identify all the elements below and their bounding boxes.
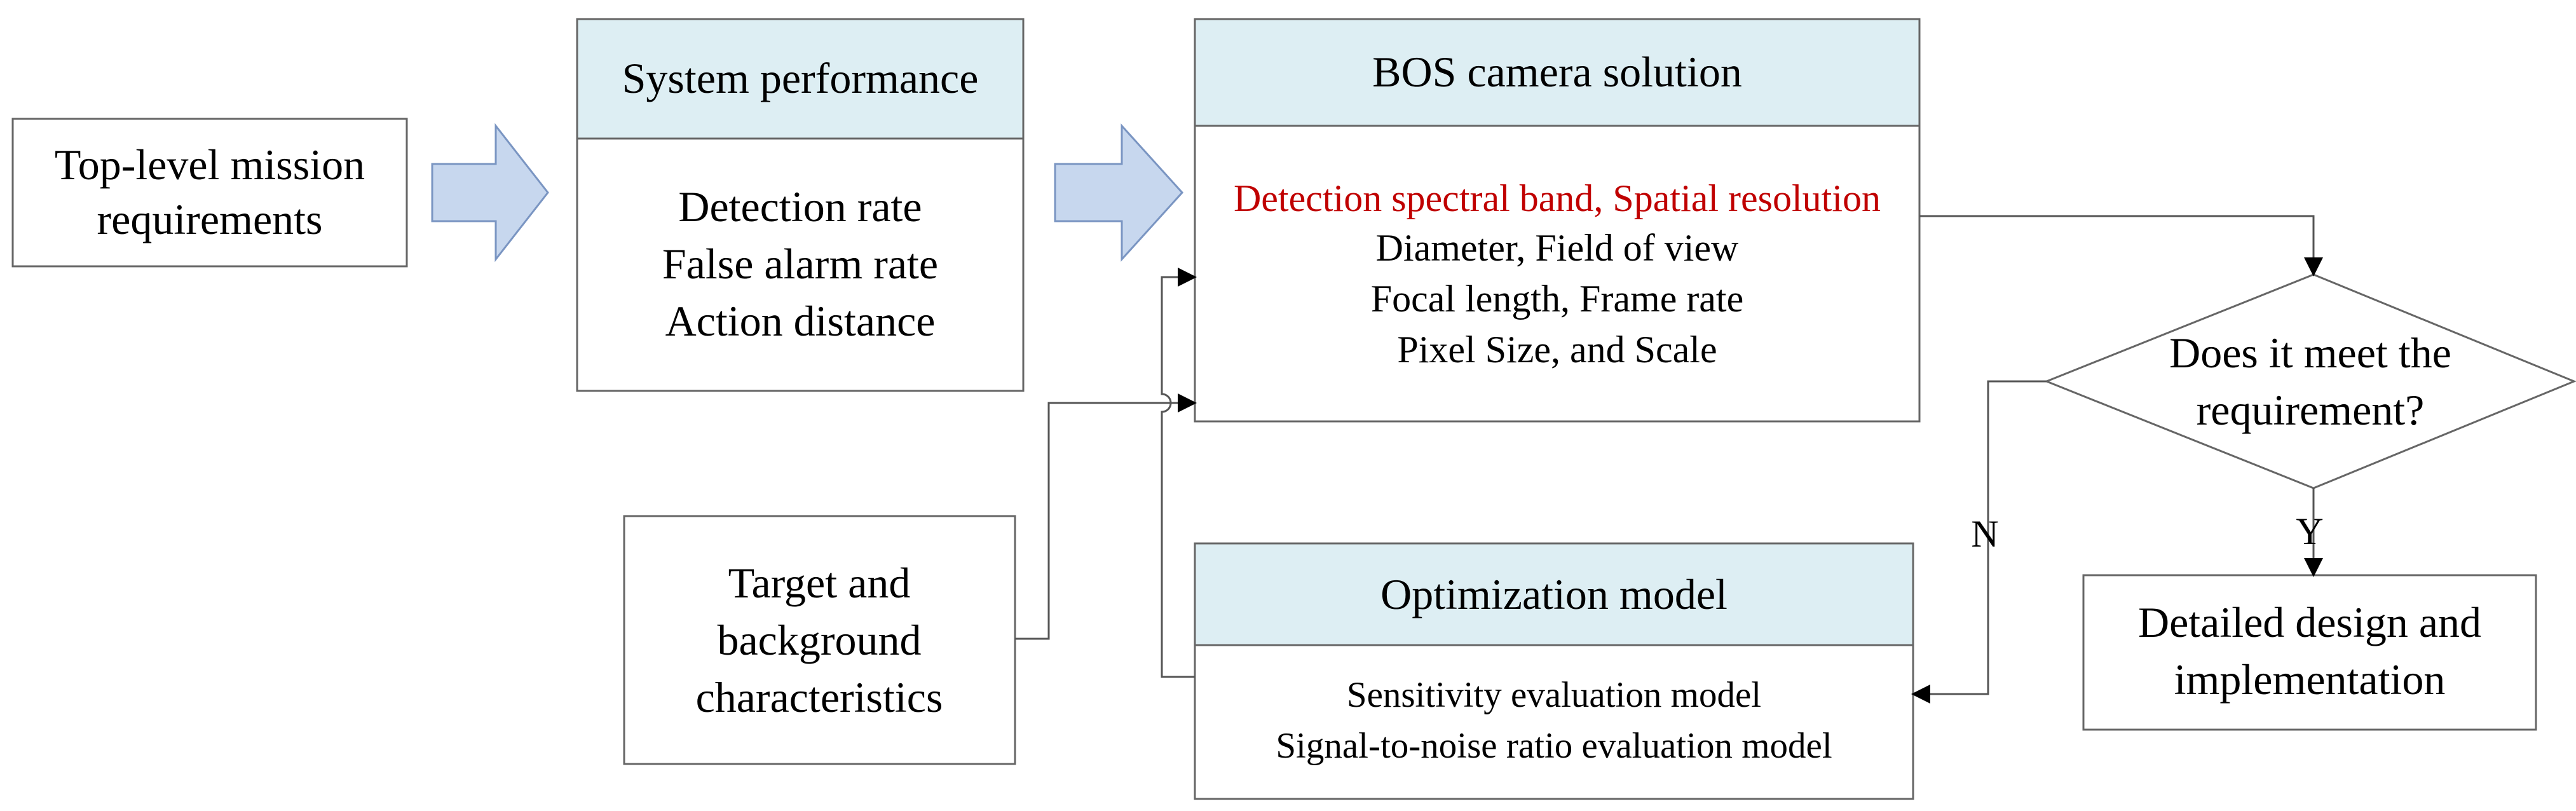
detailed-design-box — [2082, 574, 2537, 731]
system-performance-title: System performance — [622, 54, 979, 102]
mission-requirements-line-1: Top-level mission — [55, 140, 365, 189]
sensitivity-model-text: Sensitivity evaluation model — [1347, 675, 1761, 715]
detailed-design-line-1: Detailed design and — [2138, 598, 2481, 646]
decision-diamond — [2043, 273, 2576, 489]
target-background-line-1: Target and — [728, 559, 911, 607]
diameter-fov-text: Diameter, Field of view — [1376, 227, 1739, 269]
optimization-model-node: Optimization model Sensitivity evaluatio… — [1194, 542, 1914, 800]
optimization-title: Optimization model — [1380, 570, 1728, 618]
no-label: N — [1971, 513, 1998, 555]
bos-camera-solution-node: BOS camera solution Detection spectral b… — [1194, 18, 1921, 423]
optimization-header — [1194, 542, 1914, 646]
system-performance-header — [576, 18, 1025, 140]
mission-requirements-node: Top-level mission requirements — [11, 118, 408, 268]
detailed-design-node: Detailed design and implementation — [2082, 574, 2537, 731]
optimization-body — [1194, 644, 1914, 800]
snr-model-text: Signal-to-noise ratio evaluation model — [1276, 726, 1832, 766]
pixel-size-scale-text: Pixel Size, and Scale — [1397, 329, 1717, 371]
system-performance-node: System performance Detection rate False … — [576, 18, 1025, 392]
block-arrow-1 — [431, 123, 549, 262]
decision-line-2: requirement? — [2197, 386, 2425, 434]
action-distance-text: Action distance — [665, 297, 936, 345]
spectral-band-resolution-text: Detection spectral band, Spatial resolut… — [1234, 177, 1881, 219]
target-background-line-3: characteristics — [696, 673, 943, 721]
system-performance-body — [576, 137, 1025, 392]
target-background-line-2: background — [717, 616, 921, 664]
connector-decision-to-optimization — [1911, 380, 2047, 704]
bos-camera-body — [1194, 125, 1921, 423]
connector-target-to-bos — [1015, 393, 1197, 640]
detailed-design-line-2: implementation — [2174, 655, 2446, 704]
false-alarm-rate-text: False alarm rate — [662, 240, 938, 288]
requirement-decision-node: Does it meet the requirement? — [2043, 273, 2576, 489]
target-background-node: Target and background characteristics — [623, 515, 1016, 765]
mission-requirements-box — [11, 118, 408, 268]
target-background-box — [623, 515, 1016, 765]
block-arrow-2 — [1054, 123, 1184, 262]
yes-label: Y — [2296, 510, 2323, 552]
focal-length-frame-rate-text: Focal length, Frame rate — [1371, 278, 1743, 320]
decision-line-1: Does it meet the — [2169, 329, 2451, 377]
bos-camera-title: BOS camera solution — [1372, 48, 1742, 96]
detection-rate-text: Detection rate — [678, 182, 922, 231]
mission-requirements-line-2: requirements — [97, 195, 323, 243]
connector-bos-to-decision — [1919, 215, 2323, 276]
bos-camera-header — [1194, 18, 1921, 127]
connector-optimization-to-bos — [1161, 268, 1197, 678]
